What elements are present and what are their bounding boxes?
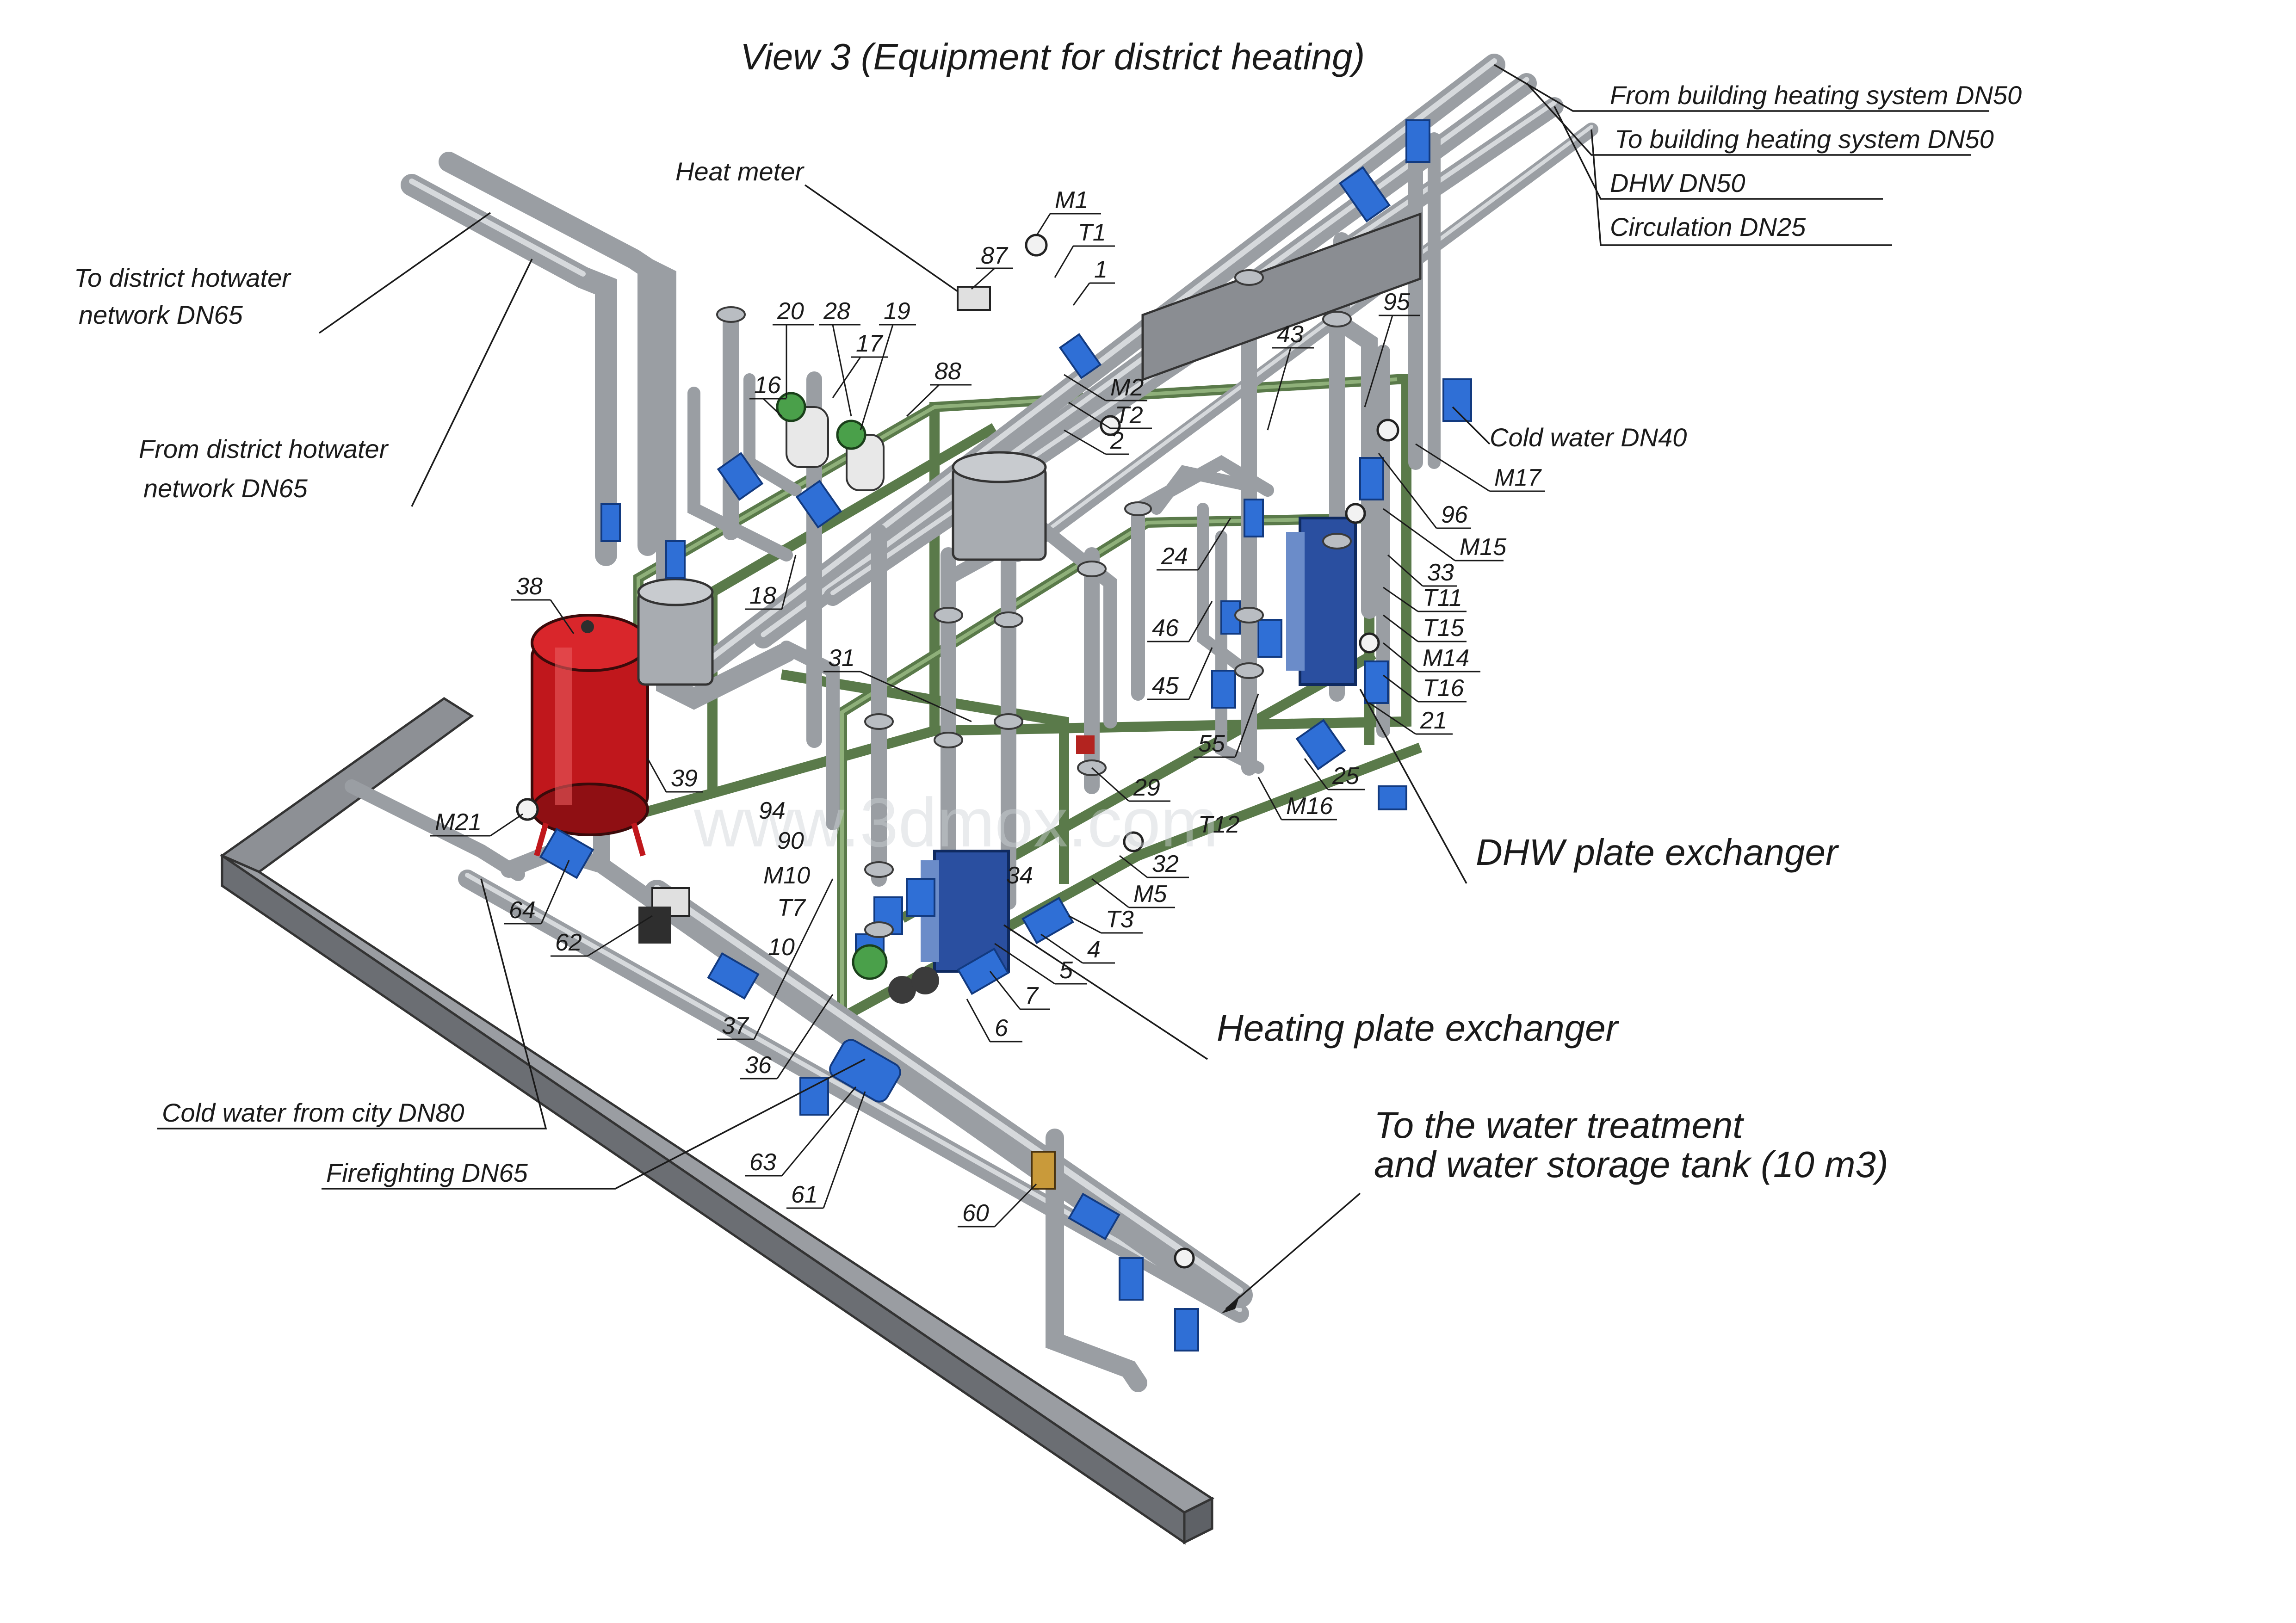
tag-94: 94	[759, 797, 786, 824]
cold-city-label: Cold water from city DN80	[162, 1098, 464, 1127]
tag-M21: M21	[435, 809, 482, 836]
tag-2: 2	[1110, 427, 1124, 454]
watermark: www.3dmox.com	[693, 784, 1219, 861]
tag-36: 36	[745, 1052, 772, 1079]
tag-87: 87	[981, 242, 1009, 269]
tag-T3: T3	[1106, 906, 1134, 933]
tag-33: 33	[1427, 559, 1454, 586]
tag-20: 20	[777, 298, 804, 325]
tag-61: 61	[791, 1181, 818, 1208]
tag-M15: M15	[1460, 534, 1507, 561]
from-building-label: From building heating system DN50	[1610, 80, 2022, 110]
tag-T16: T16	[1423, 675, 1464, 702]
water-treatment-line1: To the water treatment	[1374, 1105, 1744, 1146]
to-district-line2: network DN65	[79, 300, 243, 329]
tag-T12: T12	[1198, 811, 1240, 838]
tag-63: 63	[749, 1149, 776, 1176]
tag-37: 37	[722, 1012, 749, 1039]
circulation-label: Circulation DN25	[1610, 212, 1806, 241]
description-labels: To district hotwater network DN65 From d…	[74, 64, 2022, 1314]
tag-4: 4	[1087, 936, 1101, 963]
tag-6: 6	[995, 1015, 1008, 1042]
from-district-line1: From district hotwater	[139, 434, 389, 463]
firefighting-label: Firefighting DN65	[326, 1158, 528, 1187]
tag-88: 88	[934, 358, 961, 385]
tag-21: 21	[1420, 707, 1447, 734]
tag-T15: T15	[1423, 615, 1465, 642]
tag-38: 38	[516, 573, 543, 600]
tag-10: 10	[768, 934, 795, 961]
tag-34: 34	[1006, 862, 1033, 889]
tag-96: 96	[1441, 501, 1468, 528]
heating-exchanger-label: Heating plate exchanger	[1217, 1007, 1620, 1049]
tag-leaders	[430, 213, 1545, 1228]
dhw-label: DHW DN50	[1610, 168, 1745, 197]
tag-62: 62	[555, 929, 582, 956]
heat-meter-label: Heat meter	[675, 157, 805, 186]
tag-19: 19	[884, 298, 910, 325]
tag-90: 90	[777, 827, 804, 854]
tag-25: 25	[1332, 763, 1360, 790]
tag-M2: M2	[1110, 374, 1144, 401]
tag-18: 18	[749, 582, 776, 609]
floor-beam	[219, 697, 1214, 1545]
tag-M14: M14	[1423, 645, 1469, 672]
tag-31: 31	[828, 645, 855, 672]
tag-95: 95	[1383, 289, 1411, 315]
tag-17: 17	[856, 330, 884, 357]
expansion-tank	[531, 614, 649, 857]
tag-M16: M16	[1286, 793, 1333, 820]
tag-46: 46	[1152, 615, 1179, 642]
from-district-line2: network DN65	[143, 474, 308, 503]
tag-39: 39	[671, 765, 698, 792]
tag-24: 24	[1161, 543, 1188, 570]
tag-M1: M1	[1055, 187, 1088, 214]
tag-5: 5	[1059, 957, 1073, 984]
tag-M17: M17	[1494, 464, 1542, 491]
tag-60: 60	[962, 1200, 989, 1227]
tag-29: 29	[1133, 774, 1160, 801]
tag-T1: T1	[1078, 219, 1106, 246]
tag-M5: M5	[1133, 881, 1167, 907]
filter-tanks	[637, 212, 1422, 686]
to-building-label: To building heating system DN50	[1615, 124, 1994, 154]
to-district-line1: To district hotwater	[74, 263, 291, 292]
tag-1: 1	[1094, 256, 1108, 283]
tag-M10: M10	[763, 862, 810, 889]
tag-45: 45	[1152, 673, 1179, 699]
tag-16: 16	[754, 372, 781, 399]
tag-T7: T7	[777, 895, 806, 921]
tag-43: 43	[1277, 321, 1304, 348]
item-tags: 87 M1 T1 1 20 28 19 17 16 88 M2 T2 2 43 …	[435, 187, 1542, 1227]
tag-7: 7	[1025, 982, 1039, 1009]
tag-T11: T11	[1423, 585, 1462, 611]
tag-55: 55	[1198, 730, 1225, 757]
tag-T2: T2	[1115, 402, 1143, 429]
blue-valves	[539, 119, 1472, 1351]
dhw-exchanger-label: DHW plate exchanger	[1476, 832, 1839, 873]
tag-64: 64	[509, 897, 536, 924]
cold-water-label: Cold water DN40	[1490, 423, 1687, 452]
tag-28: 28	[823, 298, 850, 325]
diagram-title: View 3 (Equipment for district heating)	[740, 36, 1365, 77]
tag-32: 32	[1152, 851, 1179, 877]
water-treatment-line2: and water storage tank (10 m3)	[1374, 1144, 1888, 1185]
